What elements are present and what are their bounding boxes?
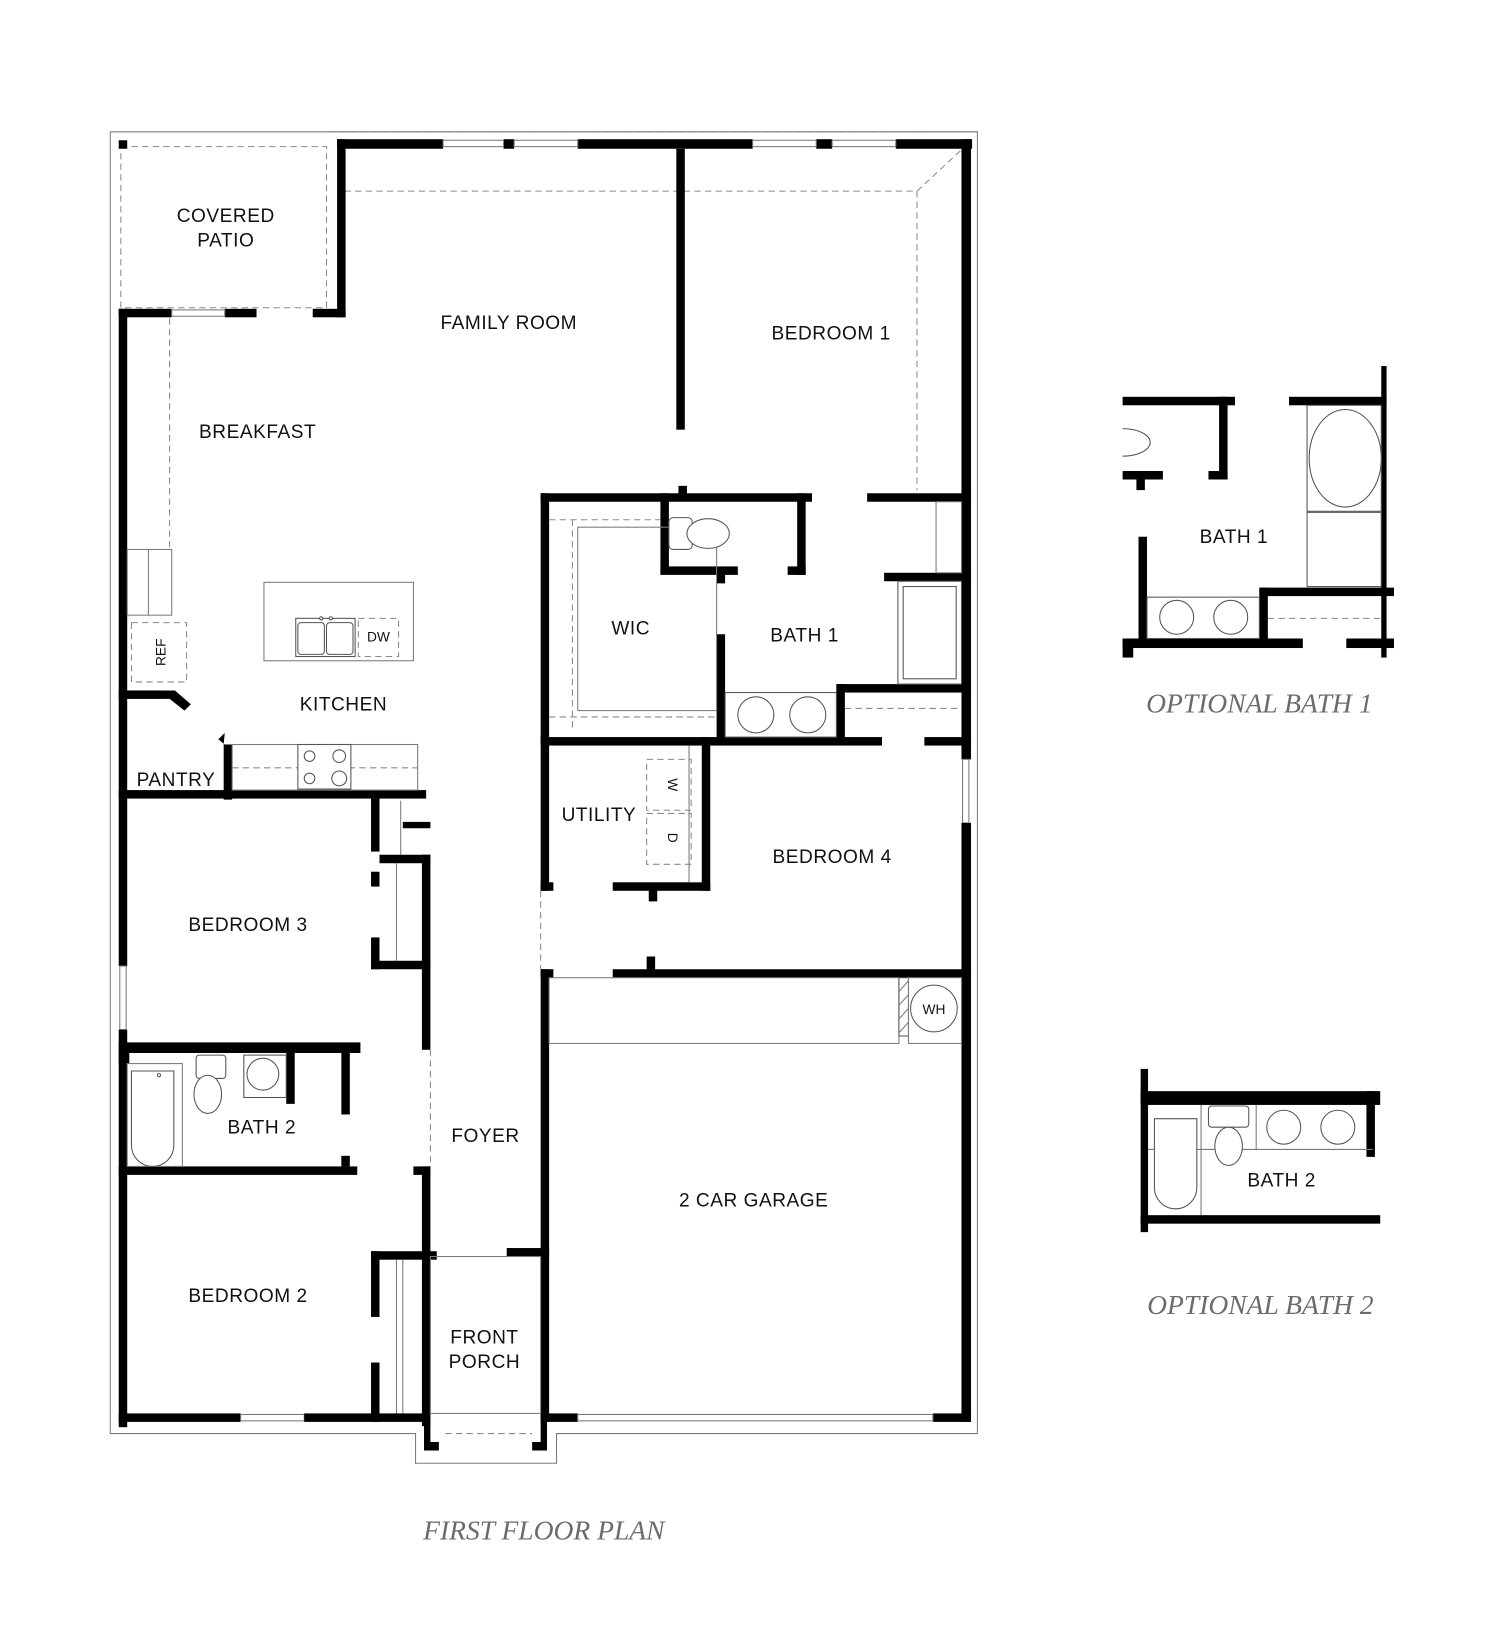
room-label-garage: 2 CAR GARAGE: [679, 1191, 828, 1212]
room-label-front-porch-2: PORCH: [449, 1352, 521, 1373]
bathtub-icon: [126, 1063, 183, 1167]
optional-bath2-room-label: BATH 2: [1247, 1171, 1316, 1192]
double-sink-icon: [724, 692, 837, 738]
room-labels: FAMILY ROOM BEDROOM 1 BREAKFAST WIC BATH…: [137, 313, 892, 1373]
caption-optional-bath2: OPTIONAL BATH 2: [1147, 1289, 1374, 1320]
room-label-foyer: FOYER: [451, 1126, 519, 1147]
optional-bath1-drawing: BATH 1: [1122, 366, 1394, 658]
room-label-front-porch: FRONT: [450, 1327, 518, 1348]
toilet-icon: [668, 517, 730, 550]
toilet-icon-bath2: [193, 1054, 227, 1114]
refrigerator-icon: REF: [130, 622, 188, 683]
room-label-kitchen: KITCHEN: [300, 695, 387, 716]
room-label-family-room: FAMILY ROOM: [441, 313, 578, 334]
caption-optional-bath1: OPTIONAL BATH 1: [1146, 688, 1373, 719]
room-label-bath1: BATH 1: [770, 626, 839, 647]
caption-first-floor-plan: FIRST FLOOR PLAN: [422, 1515, 666, 1546]
room-label-bedroom4: BEDROOM 4: [773, 847, 892, 868]
fixture-label-dryer: D: [665, 833, 680, 843]
fixture-label-dw: DW: [367, 630, 390, 645]
washer-dryer: W D: [646, 745, 692, 883]
room-label-covered-patio-2: PATIO: [197, 230, 254, 251]
fixture-label-ref: REF: [153, 639, 168, 667]
room-label-breakfast: BREAKFAST: [199, 422, 316, 443]
kitchen-island: DW: [263, 581, 414, 662]
room-label-wic: WIC: [611, 618, 650, 639]
room-label-utility: UTILITY: [562, 805, 637, 826]
walls: [118, 139, 973, 1451]
room-label-bedroom2: BEDROOM 2: [188, 1286, 307, 1307]
fixture-label-wh: WH: [922, 1002, 945, 1017]
shower-icon: [897, 580, 963, 685]
exterior-outline: [109, 131, 978, 1464]
room-label-pantry: PANTRY: [137, 770, 216, 791]
water-heater-icon: WH: [898, 977, 963, 1044]
room-label-bath2: BATH 2: [228, 1118, 297, 1139]
optional-bath1-room-label: BATH 1: [1200, 527, 1269, 548]
room-label-bedroom3: BEDROOM 3: [188, 915, 307, 936]
room-label-bedroom1: BEDROOM 1: [771, 324, 890, 345]
fixture-label-washer: W: [665, 778, 680, 791]
optional-bath2-drawing: BATH 2: [1140, 1068, 1381, 1233]
sink-icon-bath2: [243, 1054, 287, 1099]
room-label-covered-patio: COVERED: [177, 206, 275, 227]
covered-patio: COVERED PATIO: [118, 140, 328, 309]
range-icon: [297, 743, 352, 790]
